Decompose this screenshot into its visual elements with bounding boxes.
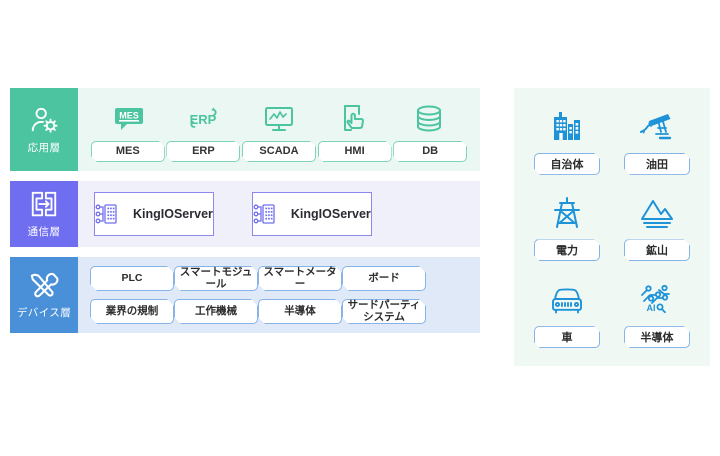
industry-label-mining[interactable]: 鉱山 (624, 239, 690, 261)
mes-chat-icon: MES (112, 102, 146, 136)
svg-text:MES: MES (120, 111, 140, 121)
industry-label-oilfield[interactable]: 油田 (624, 153, 690, 175)
layer-tab-application: 応用層 (10, 88, 78, 171)
industry-cell-automotive[interactable]: 車 (522, 271, 612, 358)
chip-industry-regulation[interactable]: 業界の規制 (90, 299, 174, 324)
layer-band-communication: 通信層 (10, 181, 480, 247)
user-gear-icon (29, 105, 59, 135)
chip-board[interactable]: ボード (342, 266, 426, 291)
industry-label-semiconductor[interactable]: 半導体 (624, 326, 690, 348)
application-chip-row: MES ERP SCADA HMI DB (88, 141, 470, 162)
industry-cell-power[interactable]: 電力 (522, 185, 612, 272)
layer-band-device: デバイス層 PLC スマートモジュール スマートメーター ボード 業界の規制 工… (10, 257, 480, 333)
application-icon-row: MES ERP (88, 96, 470, 136)
architecture-panel: 応用層 MES ERP (10, 88, 480, 343)
power-pylon-icon (548, 194, 586, 232)
io-server-box-2[interactable]: KingIOServer (251, 192, 372, 236)
industry-cell-oilfield[interactable]: 油田 (612, 98, 702, 185)
chip-smart-module[interactable]: スマートモジュール (174, 266, 258, 291)
industry-cell-municipality[interactable]: 自治体 (522, 98, 612, 185)
mountain-mine-icon (638, 194, 676, 232)
svg-text:ERP: ERP (190, 112, 217, 127)
layer-tab-device: デバイス層 (10, 257, 78, 333)
layer-label-device: デバイス層 (16, 307, 72, 319)
device-chip-row-1: PLC スマートモジュール スマートメーター ボード (90, 266, 426, 291)
industry-label-power[interactable]: 電力 (534, 239, 600, 261)
ai-circuit-icon: AI (638, 281, 676, 319)
layer-label-application: 応用層 (27, 141, 61, 154)
chip-plc[interactable]: PLC (90, 266, 174, 291)
industry-label-automotive[interactable]: 車 (534, 326, 600, 348)
oil-pumpjack-icon (638, 108, 676, 146)
layer-body-communication: KingIOServer (78, 181, 386, 247)
industry-panel: 自治体 油田 (514, 88, 710, 366)
hand-touch-icon (337, 102, 371, 136)
chip-erp[interactable]: ERP (166, 141, 240, 162)
layer-body-application: MES ERP (78, 88, 480, 171)
chip-machine-tool[interactable]: 工作機械 (174, 299, 258, 324)
industry-label-municipality[interactable]: 自治体 (534, 153, 600, 175)
industry-cell-semiconductor[interactable]: AI 半導体 (612, 271, 702, 358)
chip-smart-meter[interactable]: スマートメーター (258, 266, 342, 291)
layer-label-communication: 通信層 (27, 226, 61, 238)
chip-third-party-system[interactable]: サードパーティシステム (342, 299, 426, 324)
layer-tab-communication: 通信層 (10, 181, 78, 247)
io-server-icon (253, 202, 277, 226)
data-exchange-icon (29, 189, 59, 219)
industry-cell-mining[interactable]: 鉱山 (612, 185, 702, 272)
io-server-icon (95, 202, 119, 226)
chip-mes[interactable]: MES (91, 141, 165, 162)
io-server-box-1[interactable]: KingIOServer (94, 192, 214, 236)
erp-text-icon: ERP (187, 102, 221, 136)
layer-body-device: PLC スマートモジュール スマートメーター ボード 業界の規制 工作機械 半導… (78, 257, 436, 333)
chip-semiconductor[interactable]: 半導体 (258, 299, 342, 324)
layer-band-application: 応用層 MES ERP (10, 88, 480, 171)
monitor-chart-icon (262, 102, 296, 136)
io-server-label-2: KingIOServer (290, 207, 371, 221)
chip-db[interactable]: DB (393, 141, 467, 162)
car-front-icon (548, 281, 586, 319)
chip-scada[interactable]: SCADA (242, 141, 316, 162)
tools-icon (29, 270, 59, 300)
svg-text:AI: AI (647, 303, 656, 313)
city-buildings-icon (548, 108, 586, 146)
database-icon (412, 102, 446, 136)
chip-hmi[interactable]: HMI (318, 141, 392, 162)
device-chip-row-2: 業界の規制 工作機械 半導体 サードパーティシステム (90, 299, 426, 324)
io-server-label-1: KingIOServer (133, 207, 213, 221)
